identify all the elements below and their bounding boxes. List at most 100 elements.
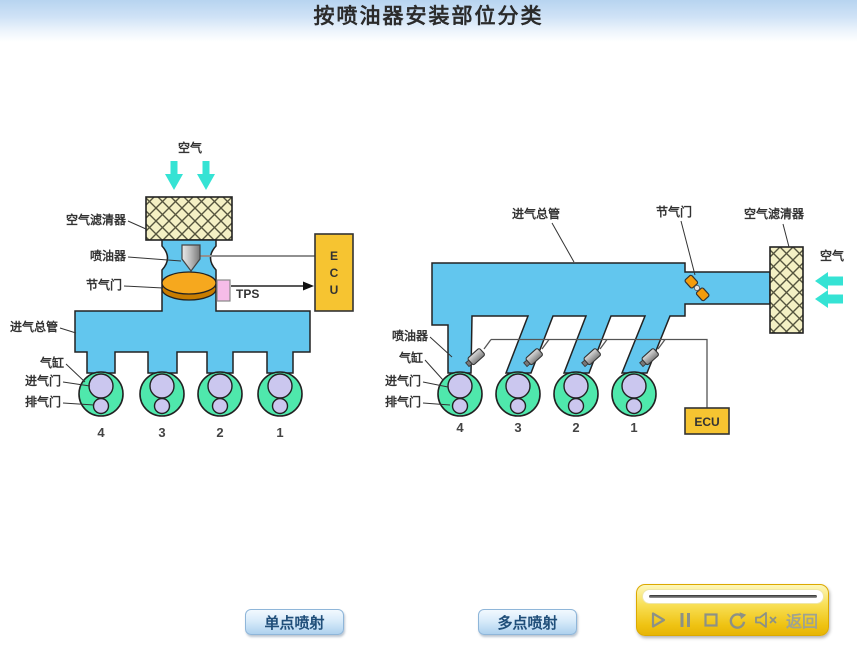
injector-label: 喷油器 — [392, 328, 429, 343]
intake-valve-label: 进气门 — [25, 373, 61, 388]
multi-point-diagram: ECU 4 3 2 1 进气总管 节气门 空气滤清器 空气 喷油器 气缸 进气门… — [385, 204, 844, 435]
single-point-button-label: 单点喷射 — [264, 614, 325, 632]
seek-bar-track — [649, 595, 817, 598]
title-bar: 按喷油器安装部位分类 — [0, 0, 857, 42]
mute-icon — [755, 612, 778, 628]
seek-bar[interactable] — [642, 589, 824, 604]
cylinder — [437, 371, 483, 417]
cylinder-number: 4 — [97, 425, 105, 440]
air-filter-label: 空气滤清器 — [66, 212, 127, 227]
injector — [181, 244, 201, 272]
intake-valve — [267, 373, 293, 399]
intake-valve-label: 进气门 — [385, 373, 421, 388]
cylinder — [78, 371, 124, 417]
single-point-diagram: 空气 TPS E C U — [10, 140, 354, 440]
intake-manifold-pipe — [74, 239, 311, 374]
cylinder-number: 2 — [216, 425, 223, 440]
page-title: 按喷油器安装部位分类 — [313, 5, 544, 28]
exhaust-valve — [271, 397, 289, 415]
ecu-letter: C — [330, 266, 339, 280]
intake-valve — [207, 373, 233, 399]
multi-point-button[interactable]: 多点喷射 — [478, 609, 577, 635]
air-filter — [769, 246, 804, 334]
single-point-button[interactable]: 单点喷射 — [245, 609, 344, 635]
injector — [465, 348, 485, 368]
tps-wire-arrowhead — [303, 281, 314, 291]
tps-label: TPS — [236, 287, 259, 301]
exhaust-valve — [625, 397, 643, 415]
cylinder-label: 气缸 — [39, 355, 64, 370]
mute-button[interactable] — [753, 609, 781, 631]
injector — [523, 348, 543, 368]
air-label: 空气 — [178, 140, 202, 155]
pause-button[interactable] — [674, 609, 696, 631]
intake-manifold-label: 进气总管 — [10, 319, 58, 334]
cylinder-label: 气缸 — [398, 350, 423, 365]
exhaust-valve — [451, 397, 469, 415]
throttle-label: 节气门 — [656, 204, 692, 219]
intake-valve — [149, 373, 175, 399]
replay-icon — [729, 611, 747, 629]
intake-valve — [447, 373, 473, 399]
stop-button[interactable] — [700, 609, 722, 631]
cylinder — [197, 371, 243, 417]
stop-icon — [704, 613, 718, 627]
injector-wire — [657, 339, 666, 350]
intake-valve — [88, 373, 114, 399]
injector-wire — [483, 339, 492, 350]
ecu-label: ECU — [694, 415, 719, 429]
intake-valve — [621, 373, 647, 399]
air-left-arrow — [815, 272, 843, 290]
air-label: 空气 — [820, 248, 844, 263]
throttle-plate — [161, 271, 217, 295]
exhaust-valve-label: 排气门 — [25, 394, 61, 409]
play-button[interactable] — [647, 609, 669, 631]
injector-wire — [599, 339, 608, 350]
player-controls: 返回 — [643, 606, 822, 634]
injector — [581, 348, 601, 368]
media-player-bar: 返回 — [636, 584, 829, 636]
cylinder-number: 2 — [572, 420, 579, 435]
exhaust-valve — [211, 397, 229, 415]
cylinder — [553, 371, 599, 417]
cylinder — [257, 371, 303, 417]
exhaust-valve — [509, 397, 527, 415]
intake-valve — [505, 373, 531, 399]
ecu-letter: U — [330, 283, 339, 297]
multi-point-button-label: 多点喷射 — [497, 614, 558, 632]
cylinder-number: 3 — [158, 425, 165, 440]
exhaust-valve — [153, 397, 171, 415]
ecu-box — [684, 407, 730, 435]
cylinder — [495, 371, 541, 417]
play-icon — [651, 612, 666, 628]
ecu-box — [314, 233, 354, 312]
cylinder-bank — [437, 371, 657, 417]
injector — [639, 348, 659, 368]
back-button[interactable]: 返回 — [785, 614, 818, 631]
cylinder — [139, 371, 185, 417]
exhaust-valve-label: 排气门 — [385, 394, 421, 409]
throttle-plate — [684, 274, 710, 302]
replay-button[interactable] — [727, 609, 749, 631]
cylinder — [611, 371, 657, 417]
air-down-arrow — [197, 161, 215, 190]
intake-valve — [563, 373, 589, 399]
air-down-arrow — [165, 161, 183, 190]
pause-icon — [680, 613, 690, 627]
tps-sensor — [216, 279, 231, 302]
exhaust-valve — [567, 397, 585, 415]
throttle-label: 节气门 — [86, 277, 122, 292]
cylinder-bank — [78, 371, 303, 417]
cylinder-number: 1 — [630, 420, 637, 435]
ecu-letter: E — [330, 249, 338, 263]
cylinder-number: 3 — [514, 420, 521, 435]
intake-manifold-label: 进气总管 — [512, 206, 560, 221]
cylinder-number: 1 — [276, 425, 283, 440]
air-left-arrow — [815, 290, 843, 308]
ecu-wire-bus — [491, 338, 708, 408]
injector-label: 喷油器 — [90, 248, 127, 263]
air-filter-label: 空气滤清器 — [744, 206, 805, 221]
exhaust-valve — [92, 397, 110, 415]
cylinder-number: 4 — [456, 420, 464, 435]
